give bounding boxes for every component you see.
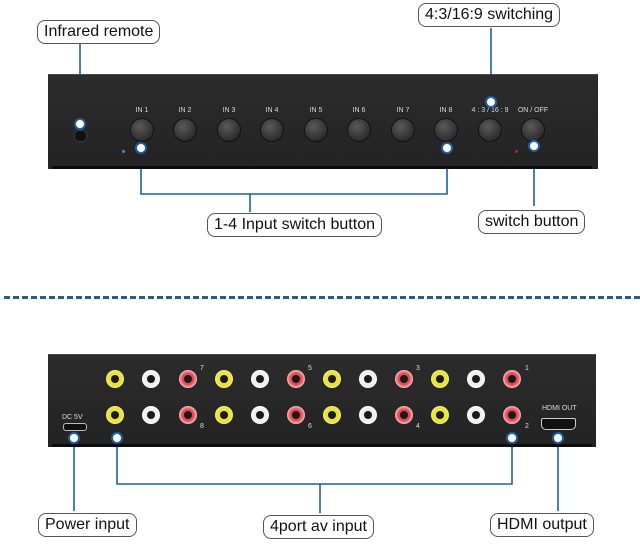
rca-jack-audio-left[interactable]	[142, 370, 160, 388]
button-in4[interactable]	[261, 119, 283, 141]
rca-jack-audio-left[interactable]	[251, 406, 269, 424]
button-in5[interactable]	[305, 119, 327, 141]
button-in1[interactable]	[131, 119, 153, 141]
section-divider	[4, 296, 640, 299]
callout-hdmi-output: HDMI output	[490, 513, 594, 537]
indicator-dot	[472, 150, 475, 153]
button-label-in6: IN 6	[352, 107, 366, 114]
button-in6[interactable]	[348, 119, 370, 141]
port-number: 6	[308, 423, 312, 430]
indicator-dot	[167, 150, 170, 153]
button-in8[interactable]	[435, 119, 457, 141]
rca-jack-audio-left[interactable]	[467, 406, 485, 424]
callout-input-switch: 1-4 Input switch button	[207, 213, 382, 237]
rca-jack-audio-left[interactable]	[142, 406, 160, 424]
rca-jack-video[interactable]	[106, 370, 124, 388]
port-number: 2	[525, 423, 529, 430]
indicator-dot	[298, 150, 301, 153]
button-label-in1: IN 1	[135, 107, 149, 114]
rca-jack-audio-left[interactable]	[359, 370, 377, 388]
rca-jack-audio-right[interactable]	[179, 370, 197, 388]
button-aspect-ratio[interactable]	[479, 119, 501, 141]
rca-jack-audio-right[interactable]	[395, 370, 413, 388]
callout-power-switch: switch button	[478, 210, 586, 234]
rca-jack-video[interactable]	[431, 370, 449, 388]
rca-jack-audio-right[interactable]	[503, 370, 521, 388]
device-back-panel	[48, 354, 596, 447]
active-led-icon	[122, 150, 125, 153]
callout-av-input: 4port av input	[263, 515, 374, 539]
button-label-in8: IN 8	[439, 107, 453, 114]
rca-jack-video[interactable]	[215, 370, 233, 388]
rca-jack-audio-right[interactable]	[395, 406, 413, 424]
rca-jack-audio-right[interactable]	[287, 370, 305, 388]
marker-in8	[441, 142, 453, 154]
port-number: 5	[308, 365, 312, 372]
port-number: 1	[525, 365, 529, 372]
port-number: 8	[200, 423, 204, 430]
callout-infrared-remote: Infrared remote	[37, 20, 161, 44]
button-label-in4: IN 4	[265, 107, 279, 114]
marker-aspect	[485, 96, 497, 108]
leader-av-bracket	[116, 438, 513, 485]
rca-jack-video[interactable]	[106, 406, 124, 424]
button-label-in5: IN 5	[309, 107, 323, 114]
marker-in1	[135, 142, 147, 154]
marker-hdmi	[552, 432, 564, 444]
indicator-dot	[385, 150, 388, 153]
button-in2[interactable]	[174, 119, 196, 141]
indicator-dot	[341, 150, 344, 153]
rca-jack-video[interactable]	[323, 406, 341, 424]
button-label-in3: IN 3	[222, 107, 236, 114]
button-label-in7: IN 7	[396, 107, 410, 114]
marker-power-switch	[528, 140, 540, 152]
button-power[interactable]	[522, 119, 544, 141]
button-label-aspect: 4 : 3 / 16 : 9	[471, 107, 509, 114]
marker-infrared	[74, 118, 86, 130]
hdmi-label: HDMI OUT	[542, 405, 577, 412]
rca-jack-audio-right[interactable]	[179, 406, 197, 424]
indicator-dot	[211, 150, 214, 153]
dc-label: DC 5V	[62, 414, 83, 421]
callout-power-input: Power input	[38, 513, 137, 537]
port-number: 7	[200, 365, 204, 372]
button-in7[interactable]	[392, 119, 414, 141]
indicator-dot	[254, 150, 257, 153]
rca-jack-video[interactable]	[431, 406, 449, 424]
marker-av-first	[111, 432, 123, 444]
rca-jack-audio-right[interactable]	[503, 406, 521, 424]
rca-jack-audio-right[interactable]	[287, 406, 305, 424]
port-number: 3	[416, 365, 420, 372]
button-in3[interactable]	[218, 119, 240, 141]
button-label-in2: IN 2	[178, 107, 192, 114]
power-led-icon	[515, 150, 518, 153]
rca-jack-video[interactable]	[215, 406, 233, 424]
marker-power-input	[68, 432, 80, 444]
leader-input-bracket	[140, 148, 448, 195]
rca-jack-audio-left[interactable]	[251, 370, 269, 388]
rca-jack-audio-left[interactable]	[359, 406, 377, 424]
ir-receiver-icon	[74, 130, 87, 142]
back-panel-shadow	[52, 444, 592, 447]
callout-aspect-switching: 4:3/16:9 switching	[418, 3, 561, 27]
rca-jack-audio-left[interactable]	[467, 370, 485, 388]
rca-jack-video[interactable]	[323, 370, 341, 388]
usb-c-port-icon[interactable]	[63, 423, 87, 431]
port-number: 4	[416, 423, 420, 430]
front-panel-shadow	[52, 166, 592, 169]
button-label-power: ON / OFF	[517, 107, 549, 114]
indicator-dot	[429, 150, 432, 153]
marker-av-last	[506, 432, 518, 444]
hdmi-port-icon[interactable]	[541, 418, 576, 430]
